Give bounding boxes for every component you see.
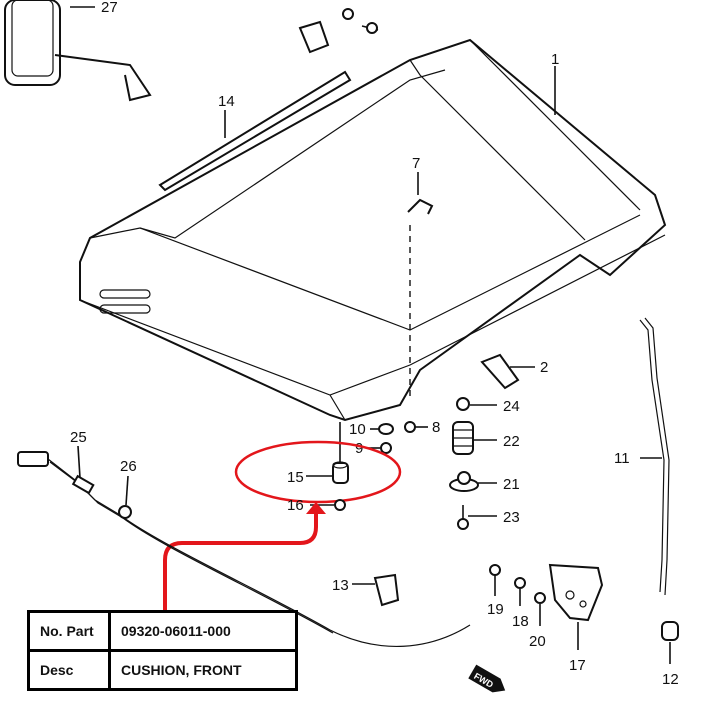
part-15-cushion: 15: [234, 422, 402, 504]
part-12-grommet: 12: [661, 621, 679, 688]
part-number-key: No. Part: [27, 610, 111, 652]
part-26-clip: 26: [118, 458, 137, 519]
label-18: 18: [512, 613, 529, 630]
label-26: 26: [120, 458, 137, 475]
label-8: 8: [432, 419, 440, 436]
part-11-support-rod: 11: [614, 317, 670, 596]
part-27-mirror: 27: [4, 0, 152, 102]
part-8-clip: 8: [404, 419, 440, 436]
label-25: 25: [70, 429, 87, 446]
label-22: 22: [503, 433, 520, 450]
label-9: 9: [355, 440, 363, 457]
part-2-striker: 2: [480, 353, 548, 390]
label-27: 27: [101, 0, 118, 16]
label-11: 11: [614, 450, 630, 467]
part-17-hood-lock: 17: [548, 563, 604, 674]
part-10-grommet: 10: [349, 421, 394, 438]
label-10: 10: [349, 421, 366, 438]
label-19: 19: [487, 601, 504, 618]
label-16: 16: [287, 497, 304, 514]
label-2: 2: [540, 359, 548, 376]
part-info-table: No. Part 09320-06011-000 Desc CUSHION, F…: [27, 610, 298, 691]
part-19-bolt: 19: [487, 564, 504, 618]
fwd-arrow-icon: FWD: [468, 664, 506, 693]
highlight-pointer-line: [163, 510, 318, 612]
description-value: CUSHION, FRONT: [108, 649, 298, 691]
arrow-up-icon: [306, 502, 326, 514]
part-23-screw: 23: [457, 505, 520, 530]
table-row-description: Desc CUSHION, FRONT: [27, 649, 298, 691]
part-18-washer: 18: [512, 577, 529, 630]
part-21-bumper: 21: [449, 471, 520, 493]
part-14-weatherstrip: 14: [158, 70, 352, 192]
label-12: 12: [662, 671, 679, 688]
label-17: 17: [569, 657, 586, 674]
part-24-nut: 24: [456, 397, 520, 415]
part-7-holder: 7: [407, 155, 434, 400]
label-15: 15: [287, 469, 304, 486]
label-23: 23: [503, 509, 520, 526]
label-7: 7: [412, 155, 420, 172]
part-20-washer: 20: [529, 592, 546, 650]
label-21: 21: [503, 476, 520, 493]
label-20: 20: [529, 633, 546, 650]
label-24: 24: [503, 398, 520, 415]
label-1: 1: [551, 51, 559, 68]
part-13-clamp: 13: [332, 573, 400, 607]
label-14: 14: [218, 93, 235, 110]
hinge-hardware: [298, 8, 379, 54]
part-1-hood: 1: [79, 38, 667, 422]
label-13: 13: [332, 577, 349, 594]
part-22-spring: 22: [452, 421, 520, 455]
highlight-circle: [234, 440, 402, 504]
description-key: Desc: [27, 649, 111, 691]
part-number-value: 09320-06011-000: [108, 610, 298, 652]
table-row-part-number: No. Part 09320-06011-000: [27, 610, 298, 652]
